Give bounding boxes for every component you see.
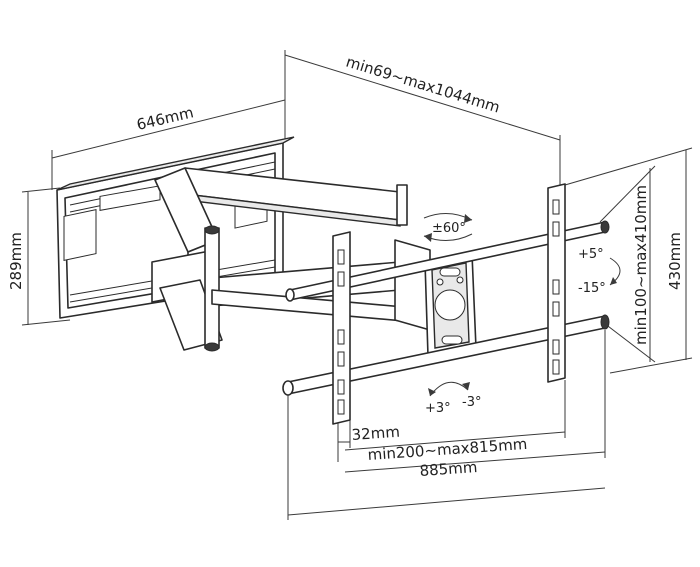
level-plus-label: +3°	[425, 401, 451, 416]
plate-height-label: 289mm	[7, 232, 25, 290]
upper-arm	[154, 167, 408, 275]
horizontal-rails	[282, 220, 610, 396]
swivel-label: ±60°	[432, 221, 466, 236]
total-height-label: 430mm	[666, 232, 684, 290]
extension-label: min69~max1044mm	[344, 53, 502, 117]
total-width-label: 885mm	[419, 458, 478, 480]
dimension-lines	[21, 50, 693, 520]
vesa-vertical-label: min100~max410mm	[632, 185, 650, 345]
vesa-plate	[424, 253, 477, 357]
left-vertical-bracket	[332, 231, 351, 425]
tilt-arrow-icon	[609, 257, 621, 286]
level-minus-label: -3°	[462, 395, 481, 410]
swivel-arrow-icon	[423, 213, 473, 242]
right-vertical-bracket	[547, 183, 566, 383]
level-arrow-icon	[428, 381, 470, 397]
rail-offset-label: 32mm	[351, 423, 400, 444]
plate-width-label: 646mm	[135, 103, 195, 134]
tilt-up-label: +5°	[578, 247, 604, 262]
tilt-down-label: -15°	[578, 281, 606, 296]
